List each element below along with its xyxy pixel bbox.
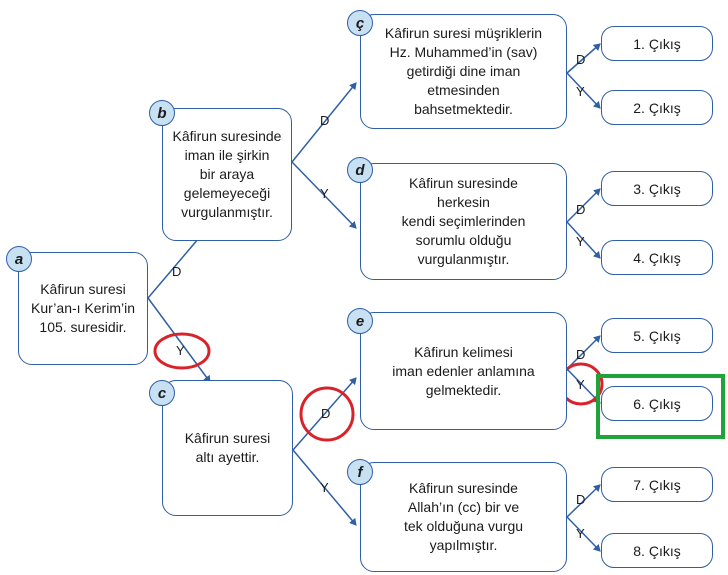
- label-y-b: Y: [320, 186, 329, 201]
- label-d-e: D: [576, 347, 586, 362]
- node-c: Kâfirun suresi altı ayettir.: [162, 380, 293, 516]
- label-d-b: D: [320, 113, 330, 128]
- label-y-f: Y: [576, 526, 585, 541]
- node-f: Kâfirun suresinde Allah’ın (cc) bir ve t…: [360, 462, 567, 572]
- label-d-c: D: [321, 406, 331, 421]
- exit-4: 4. Çıkış: [601, 240, 713, 275]
- node-e: Kâfirun kelimesi iman edenler anlamına g…: [360, 312, 567, 430]
- node-cc: Kâfirun suresi müşriklerin Hz. Muhammed’…: [360, 14, 567, 129]
- label-y-a: Y: [176, 343, 185, 358]
- node-a: Kâfirun suresi Kur’an-ı Kerim’in 105. su…: [18, 252, 148, 365]
- exit-5: 5. Çıkış: [601, 318, 713, 353]
- label-y-c: Y: [320, 480, 329, 495]
- exit-6: 6. Çıkış: [601, 386, 713, 421]
- label-y-e: Y: [576, 377, 585, 392]
- label-d-cc: D: [576, 52, 586, 67]
- badge-f: f: [347, 459, 373, 485]
- label-y-cc: Y: [576, 84, 585, 99]
- label-d-a: D: [172, 264, 182, 279]
- label-y-d: Y: [576, 234, 585, 249]
- badge-d: d: [347, 157, 373, 183]
- highlight-circle-y-a: [153, 332, 211, 370]
- badge-a: a: [6, 246, 32, 272]
- badge-b: b: [149, 100, 175, 126]
- exit-1: 1. Çıkış: [601, 26, 713, 61]
- highlight-circle-d-c: [299, 386, 355, 442]
- exit-8: 8. Çıkış: [601, 533, 713, 568]
- exit-2: 2. Çıkış: [601, 90, 713, 125]
- badge-cc: ç: [347, 10, 373, 36]
- badge-c: c: [149, 380, 175, 406]
- answer-highlight-box: [596, 374, 725, 439]
- node-d: Kâfirun suresinde herkesin kendi seçimle…: [360, 163, 567, 280]
- badge-e: e: [347, 308, 373, 334]
- label-d-f: D: [576, 492, 586, 507]
- label-d-d: D: [576, 202, 586, 217]
- node-b: Kâfirun suresinde iman ile şirkin bir ar…: [162, 108, 292, 241]
- exit-3: 3. Çıkış: [601, 171, 713, 206]
- exit-7: 7. Çıkış: [601, 467, 713, 502]
